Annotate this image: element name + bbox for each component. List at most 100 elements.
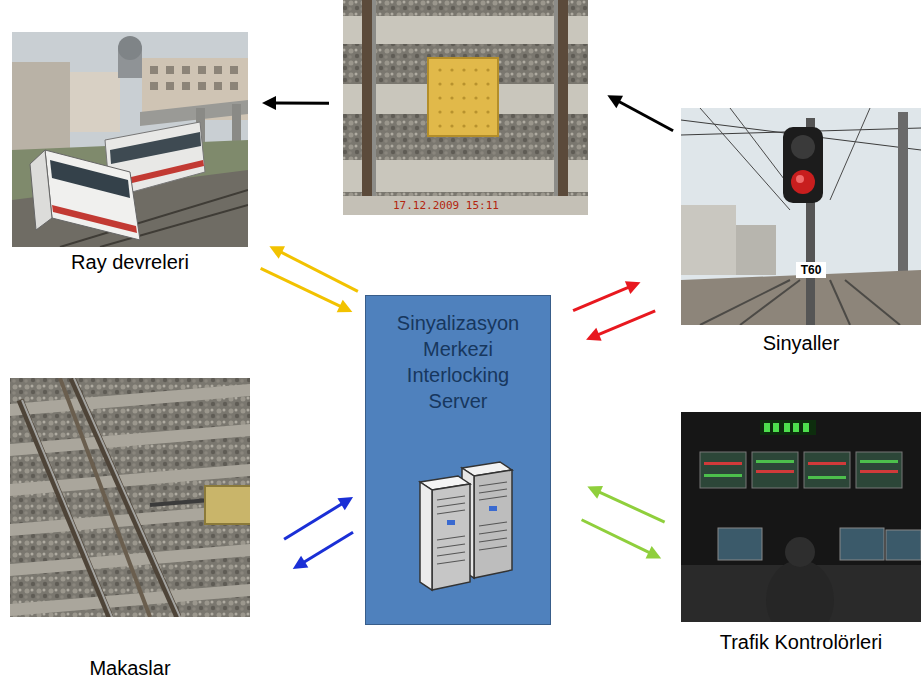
switch-photo-part [74, 378, 180, 617]
signal-photo-part [681, 108, 921, 325]
server-icon-part-part [437, 552, 465, 556]
tram-photo-part-part [182, 82, 190, 90]
control-room-photo-part-part [764, 423, 770, 432]
server-icon-part [437, 482, 507, 564]
flow-arrow [262, 96, 329, 110]
control-room-photo-part [766, 560, 834, 622]
tram-photo-part [45, 150, 140, 240]
switch-photo-part [10, 384, 250, 416]
balise-photo-part [343, 160, 588, 192]
balise-photo-part-part [474, 82, 477, 85]
flow-arrow [586, 311, 655, 341]
flow-arrow [269, 246, 357, 291]
server-icon-part-part [437, 510, 465, 514]
control-room-photo-part [704, 462, 898, 473]
balise-photo-part-part [474, 96, 477, 99]
server-icon-part-part [437, 496, 465, 500]
tram-photo-part [150, 66, 238, 90]
arrow-shaft [598, 492, 664, 522]
tram-photo-part [140, 100, 248, 126]
switch-photo-frame: Makaslar [10, 378, 250, 683]
signal-photo-part [783, 127, 823, 203]
tram-photo-part-part [150, 66, 158, 74]
balise-photo-part-part [474, 110, 477, 113]
arrow-head [587, 486, 603, 499]
signal-photo-frame: Sinyaller [681, 108, 921, 358]
balise-photo-part-part [438, 124, 441, 127]
arrow-shaft [303, 532, 353, 562]
photo-caption: Trafik Kontrolörleri [720, 630, 883, 654]
control-room-photo-part [760, 420, 816, 435]
server-icon-part-part [437, 503, 465, 507]
signal-photo-part [736, 225, 776, 275]
switch-photo-part [60, 378, 150, 617]
server-icon-part-part [479, 538, 507, 542]
signal-photo-part [681, 270, 921, 325]
balise-photo-part [428, 58, 498, 136]
photo-caption: Sinyaller [763, 331, 840, 355]
signal-photo-part [830, 280, 850, 325]
photo-caption: Ray devreleri [71, 250, 189, 274]
balise-photo-part-part [450, 82, 453, 85]
control-room-photo-part [764, 423, 809, 432]
balise-photo-part [362, 0, 372, 215]
tram-photo-part [110, 132, 201, 164]
server-icon-part [420, 476, 470, 490]
control-room-photo-part [704, 460, 898, 479]
server-icon-part-part [437, 560, 465, 564]
balise-photo-part [372, 0, 376, 215]
balise-photo-part-part [474, 68, 477, 71]
balise-photo-part-part [486, 124, 489, 127]
balise-photo-part [438, 68, 489, 127]
balise-photo-part-part [486, 82, 489, 85]
flow-arrow [607, 95, 673, 130]
signal-photo-part [845, 280, 900, 325]
arrow-head [625, 281, 641, 294]
balise-photo-part [343, 0, 588, 215]
control-room-photo-part [700, 452, 746, 488]
server-icon-part-part [479, 496, 507, 500]
server-icon-part-part [479, 482, 507, 486]
balise-photo-part [343, 16, 588, 44]
flow-arrow [261, 268, 353, 312]
flow-arrow [587, 486, 664, 522]
tram-photo-part-part [182, 66, 190, 74]
server-icon-part [447, 520, 455, 525]
signal-photo-part [830, 108, 870, 200]
server-icon-part-part [437, 544, 465, 548]
arrow-shaft [582, 520, 651, 553]
balise-photo-part-part [450, 110, 453, 113]
arrow-head [337, 497, 353, 510]
flow-arrow [582, 520, 662, 559]
arrow-head [337, 300, 353, 313]
balise-photo-part-part [438, 96, 441, 99]
control-room-photo-part-part [756, 460, 794, 463]
flow-arrow [284, 497, 353, 539]
tram-photo-part [12, 32, 248, 247]
tram-photo-part-part [150, 82, 158, 90]
balise-photo-part [558, 0, 568, 215]
arrow-head [262, 96, 276, 110]
tram-photo-part-part [214, 82, 222, 90]
flow-arrow [293, 532, 353, 569]
balise-photo-part-part [462, 82, 465, 85]
server-icon-part [489, 506, 497, 511]
balise-photo-part-part [462, 68, 465, 71]
tram-photo [12, 32, 248, 247]
signal-photo [681, 108, 921, 325]
server-icon-part-part [479, 522, 507, 526]
arrow-shaft [284, 503, 343, 539]
arrow-shaft [280, 252, 358, 292]
photo-caption: Makaslar [89, 656, 170, 680]
control-room-photo-part-part [793, 423, 799, 432]
balise-photo-part [554, 0, 558, 215]
arrow-head [607, 95, 623, 108]
signal-photo-part [791, 170, 815, 194]
arrow-shaft [618, 101, 673, 131]
balise-photo-part-part [438, 68, 441, 71]
server-title: Sinyalizasyon Merkezi Interlocking Serve… [383, 310, 533, 414]
arrow-head [269, 246, 285, 259]
tram-photo-part-part [230, 66, 238, 74]
control-room-photo-frame: Trafik Kontrolörleri [681, 412, 921, 657]
